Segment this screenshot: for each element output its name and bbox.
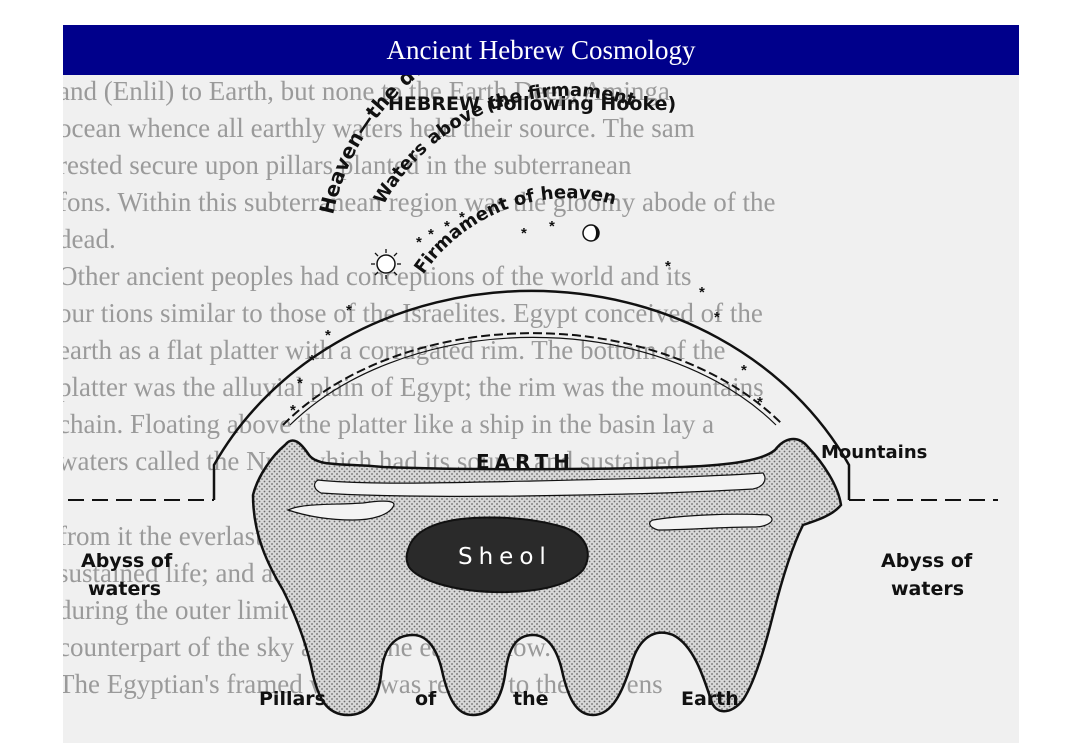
- pillars-label-word: of: [415, 688, 437, 710]
- star-icon: *: [714, 309, 720, 326]
- sheol-cavity: [405, 516, 589, 594]
- bg-line: rested secure upon pillars planted in th…: [63, 150, 632, 180]
- bg-line: and (Enlil) to Earth, but none to the Ea…: [63, 76, 670, 106]
- pillars-label-word: Earth: [681, 688, 739, 710]
- star-icon: *: [297, 375, 303, 392]
- firmament-inner-arc: [289, 336, 777, 426]
- star-icon: *: [444, 218, 450, 235]
- star-icon: *: [757, 394, 763, 411]
- abyss-left-label-line2: waters: [88, 578, 161, 600]
- star-icon: *: [549, 218, 555, 235]
- abyss-right-label-line2: waters: [891, 578, 964, 600]
- earth-channel: [286, 500, 395, 521]
- abyss-left-label-line1: Abyss of: [81, 550, 173, 572]
- pillars-label-word: Pillars: [259, 688, 326, 710]
- star-icon: *: [325, 327, 331, 344]
- bg-line: platter was the alluvial plain of Egypt;…: [63, 372, 764, 402]
- mountains-label: Mountains: [821, 442, 927, 463]
- star-icon: *: [741, 362, 747, 379]
- bg-line: fons. Within this subterranean region wa…: [63, 187, 776, 217]
- title-bar: Ancient Hebrew Cosmology: [63, 25, 1019, 75]
- earth-surface-band: [314, 472, 766, 497]
- diagram-heading: HEBREW (following Hooke): [388, 93, 676, 115]
- bg-line: our tions similar to those of the Israel…: [63, 298, 763, 328]
- sun-icon: [371, 249, 401, 279]
- abyss-right-label-line1: Abyss of: [881, 550, 973, 572]
- star-icon: *: [416, 234, 422, 251]
- moon-icon: [582, 224, 600, 242]
- pillars-label-word: the: [513, 688, 549, 710]
- slide-title: Ancient Hebrew Cosmology: [386, 35, 696, 65]
- heaven-dome: [212, 289, 851, 500]
- star-icon: *: [521, 225, 527, 242]
- earth-channel: [649, 513, 773, 531]
- cosmology-diagram: and (Enlil) to Earth, but none to the Ea…: [63, 75, 1019, 743]
- star-icon: *: [309, 352, 315, 369]
- star-icon: *: [459, 209, 465, 226]
- sheol-label: Sheol: [458, 544, 552, 570]
- star-icon: *: [290, 402, 296, 419]
- bg-line: earth as a flat platter with a corrugate…: [63, 335, 726, 365]
- star-icon: *: [428, 226, 434, 243]
- bg-line: ocean whence all earthly waters held the…: [63, 113, 695, 143]
- bg-line: dead.: [63, 224, 116, 254]
- firmament-arc: [282, 332, 784, 426]
- star-icon: *: [665, 258, 671, 275]
- star-icon: *: [346, 302, 352, 319]
- earth-label: EARTH: [476, 450, 575, 474]
- bg-line: chain. Floating above the platter like a…: [63, 409, 714, 439]
- star-icon: *: [699, 284, 705, 301]
